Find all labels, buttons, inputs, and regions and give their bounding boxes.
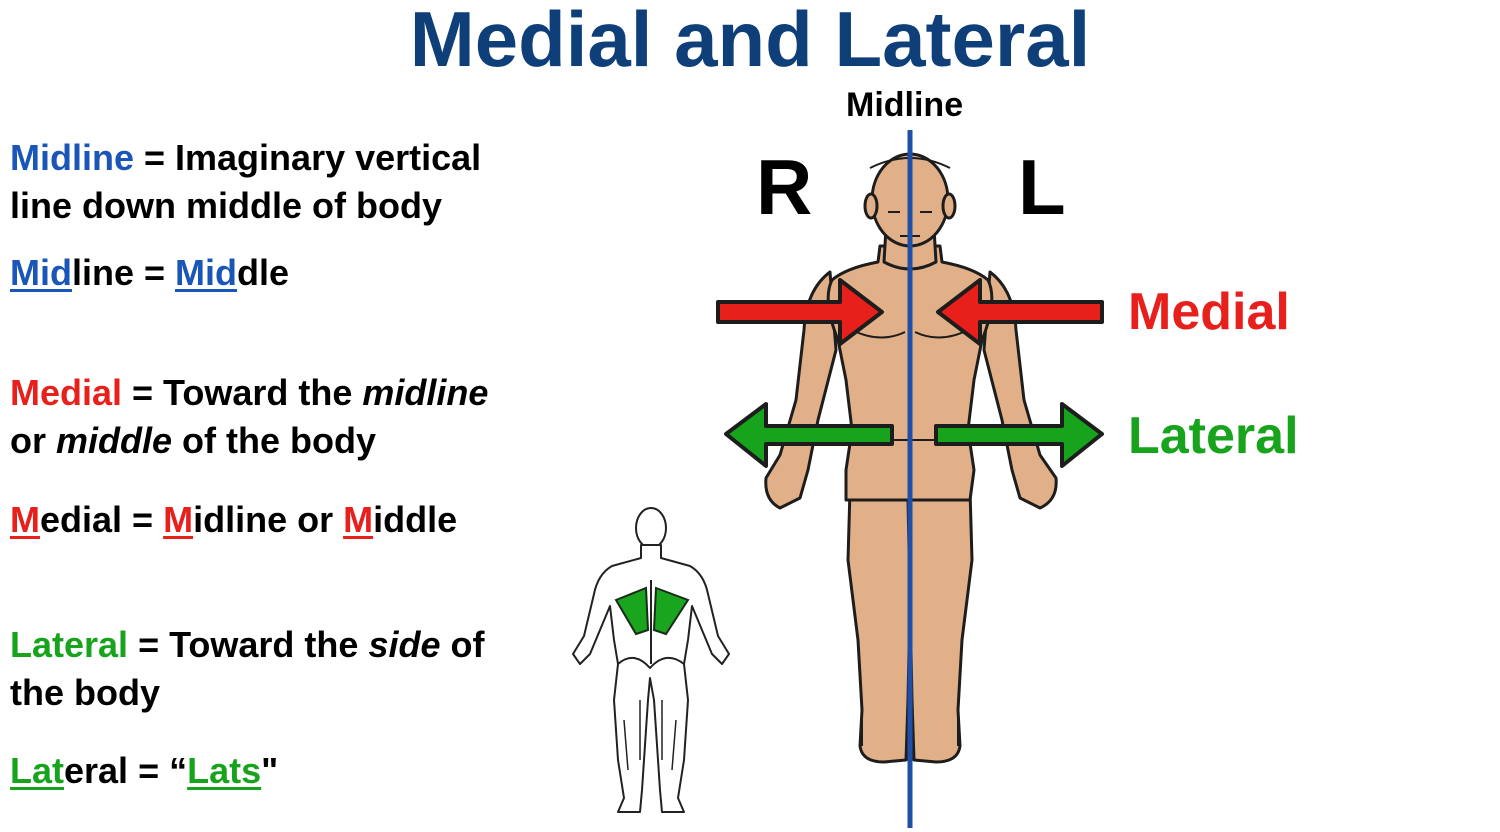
mnemonic-text: line [71, 252, 134, 293]
left-leg [906, 488, 974, 764]
right-lat-muscle [652, 586, 690, 636]
left-arm [982, 270, 1058, 510]
medial-definition-line1: Medial = Toward the midline [10, 369, 488, 417]
mnemonic-underline: Lat [10, 750, 64, 791]
medial-label: Medial [1128, 283, 1290, 341]
mnemonic-underline: M [163, 499, 194, 540]
right-ear [863, 192, 879, 220]
back-figure-glutes [617, 657, 685, 669]
midline-definition-line1: Midline = Imaginary vertical [10, 134, 481, 182]
medial-definition-italic: middle [56, 420, 173, 461]
left-lat-muscle [614, 586, 650, 636]
midline-mnemonic: Midline = Middle [10, 249, 289, 297]
medial-mnemonic: Medial = Midline or Middle [10, 496, 457, 544]
medial-definition-text: or [10, 420, 57, 461]
mnemonic-underline: M [343, 499, 374, 540]
medial-definition-italic: midline [362, 372, 489, 413]
left-side-label: L [1018, 143, 1066, 231]
right-side-label: R [756, 143, 813, 231]
mnemonic-equals: = [122, 499, 164, 540]
ankle-lines [861, 720, 959, 746]
medial-arrow-left-side [936, 278, 1104, 346]
medial-definition-text: of the body [172, 420, 377, 461]
lateral-definition-text: of [440, 624, 485, 665]
medial-term: Medial [10, 372, 123, 413]
midline-definition-line2: line down middle of body [10, 185, 442, 226]
lateral-definition-text: = Toward the [128, 624, 369, 665]
back-figure-head [635, 507, 667, 549]
mnemonic-text: edial [40, 499, 123, 540]
right-arm [764, 270, 838, 510]
right-leg [846, 488, 914, 764]
lateral-definition-line1: Lateral = Toward the side of [10, 621, 484, 669]
medial-definition-line2: or middle of the body [10, 417, 376, 465]
mnemonic-text: dle [237, 252, 290, 293]
mnemonic-text: " [261, 750, 279, 791]
mnemonic-text: idline or [193, 499, 344, 540]
lateral-definition-line2: the body [10, 672, 160, 713]
medial-definition-text: = Toward the [122, 372, 363, 413]
mnemonic-underline: Lats [187, 750, 262, 791]
midline-term: Midline [10, 137, 134, 178]
back-view-figure [572, 507, 730, 813]
lateral-mnemonic: Lateral = “Lats" [10, 747, 278, 795]
mnemonic-text: iddle [373, 499, 458, 540]
back-figure-body [572, 544, 730, 813]
mnemonic-equals: = “ [128, 750, 188, 791]
mnemonic-underline: M [10, 499, 40, 540]
midline-label: Midline [846, 86, 964, 124]
page-title: Medial and Lateral [409, 0, 1091, 83]
lateral-arrow-left-side [934, 402, 1104, 468]
left-ear [941, 192, 957, 220]
mnemonic-text: eral [64, 750, 129, 791]
mnemonic-underline: Mid [10, 252, 72, 293]
medial-arrow-right-side [716, 278, 884, 346]
midline-definition-text: = Imaginary vertical [134, 137, 482, 178]
lateral-label: Lateral [1128, 407, 1299, 465]
back-figure-leg-lines [623, 700, 677, 771]
mnemonic-underline: Mid [175, 252, 238, 293]
lateral-term: Lateral [10, 624, 129, 665]
lats-muscles [614, 586, 690, 636]
lateral-definition-italic: side [368, 624, 441, 665]
lateral-arrow-right-side [724, 402, 894, 468]
mnemonic-equals: = [134, 252, 176, 293]
